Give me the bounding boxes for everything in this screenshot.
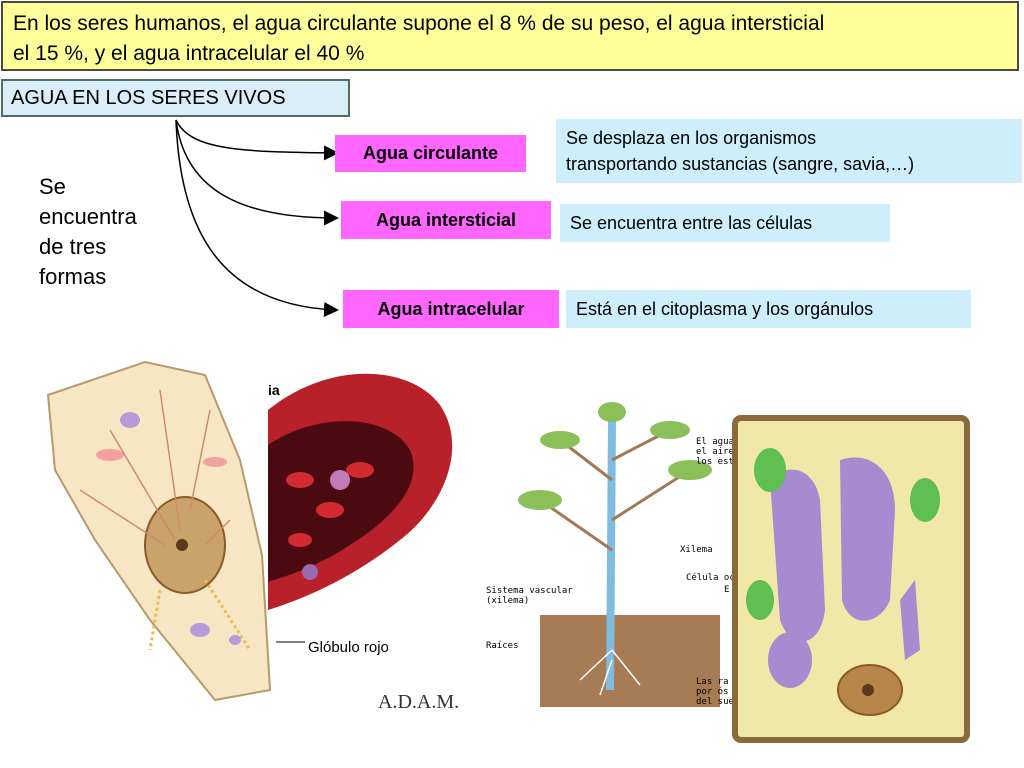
header-line-1: En los seres humanos, el agua circulante… — [13, 12, 825, 35]
plant-label: los est — [696, 457, 734, 467]
plant-label: Raíces — [486, 641, 519, 651]
plant-label: del sue — [696, 697, 734, 707]
branch-arrows — [175, 119, 339, 317]
side-text-line: de tres — [39, 234, 107, 259]
desc-agua-circulante: Se desplaza en los organismos transporta… — [556, 119, 1022, 183]
label-agua-circulante: Agua circulante — [335, 135, 526, 172]
side-text: Se encuentra de tres formas — [39, 172, 169, 292]
plant-label: E — [724, 585, 729, 595]
arrow-intersticial — [175, 119, 339, 226]
plant-label: El agua — [696, 437, 734, 447]
desc-agua-intracelular: Está en el citoplasma y los orgánulos — [566, 290, 971, 328]
side-text-line: Se — [39, 174, 66, 199]
plant-label: Xilema — [680, 545, 713, 555]
arrow-circulante — [175, 119, 339, 161]
desc-agua-intersticial: Se encuentra entre las células — [560, 204, 890, 242]
arrow-intracelular — [175, 119, 339, 317]
desc-line: Se desplaza en los organismos — [566, 128, 817, 148]
side-text-line: encuentra — [39, 204, 137, 229]
header-banner: En los seres humanos, el agua circulante… — [1, 1, 1019, 71]
globulo-rojo-label: Glóbulo rojo — [308, 639, 389, 656]
label-agua-intersticial: Agua intersticial — [341, 201, 551, 239]
plant-label: por ós — [696, 686, 729, 697]
illustrations: ia Glóbulo rojo A.D.A.M. El agua el aire… — [46, 360, 971, 743]
blood-label-top: ia — [268, 382, 280, 398]
plant-cell-illustration — [732, 415, 970, 743]
plant-label: Célula oc — [686, 572, 735, 583]
blood-vessel-illustration — [268, 370, 456, 643]
adam-logo: A.D.A.M. — [378, 691, 459, 713]
label-agua-intracelular: Agua intracelular — [343, 290, 559, 328]
plant-label: el aire — [696, 447, 734, 457]
plant-labels: El agua el aire los est Xilema Célula oc… — [486, 437, 735, 707]
plant-label: Las ra — [696, 677, 729, 687]
plant-label: Sistema vascular — [486, 586, 573, 596]
plant-label: (xilema) — [486, 596, 529, 606]
side-text-line: formas — [39, 264, 107, 289]
desc-line: transportando sustancias (sangre, savia,… — [566, 154, 915, 174]
animal-cell-illustration — [46, 360, 272, 702]
header-line-2: el 15 %, y el agua intracelular el 40 % — [13, 42, 365, 65]
topic-title: AGUA EN LOS SERES VIVOS — [1, 79, 350, 117]
